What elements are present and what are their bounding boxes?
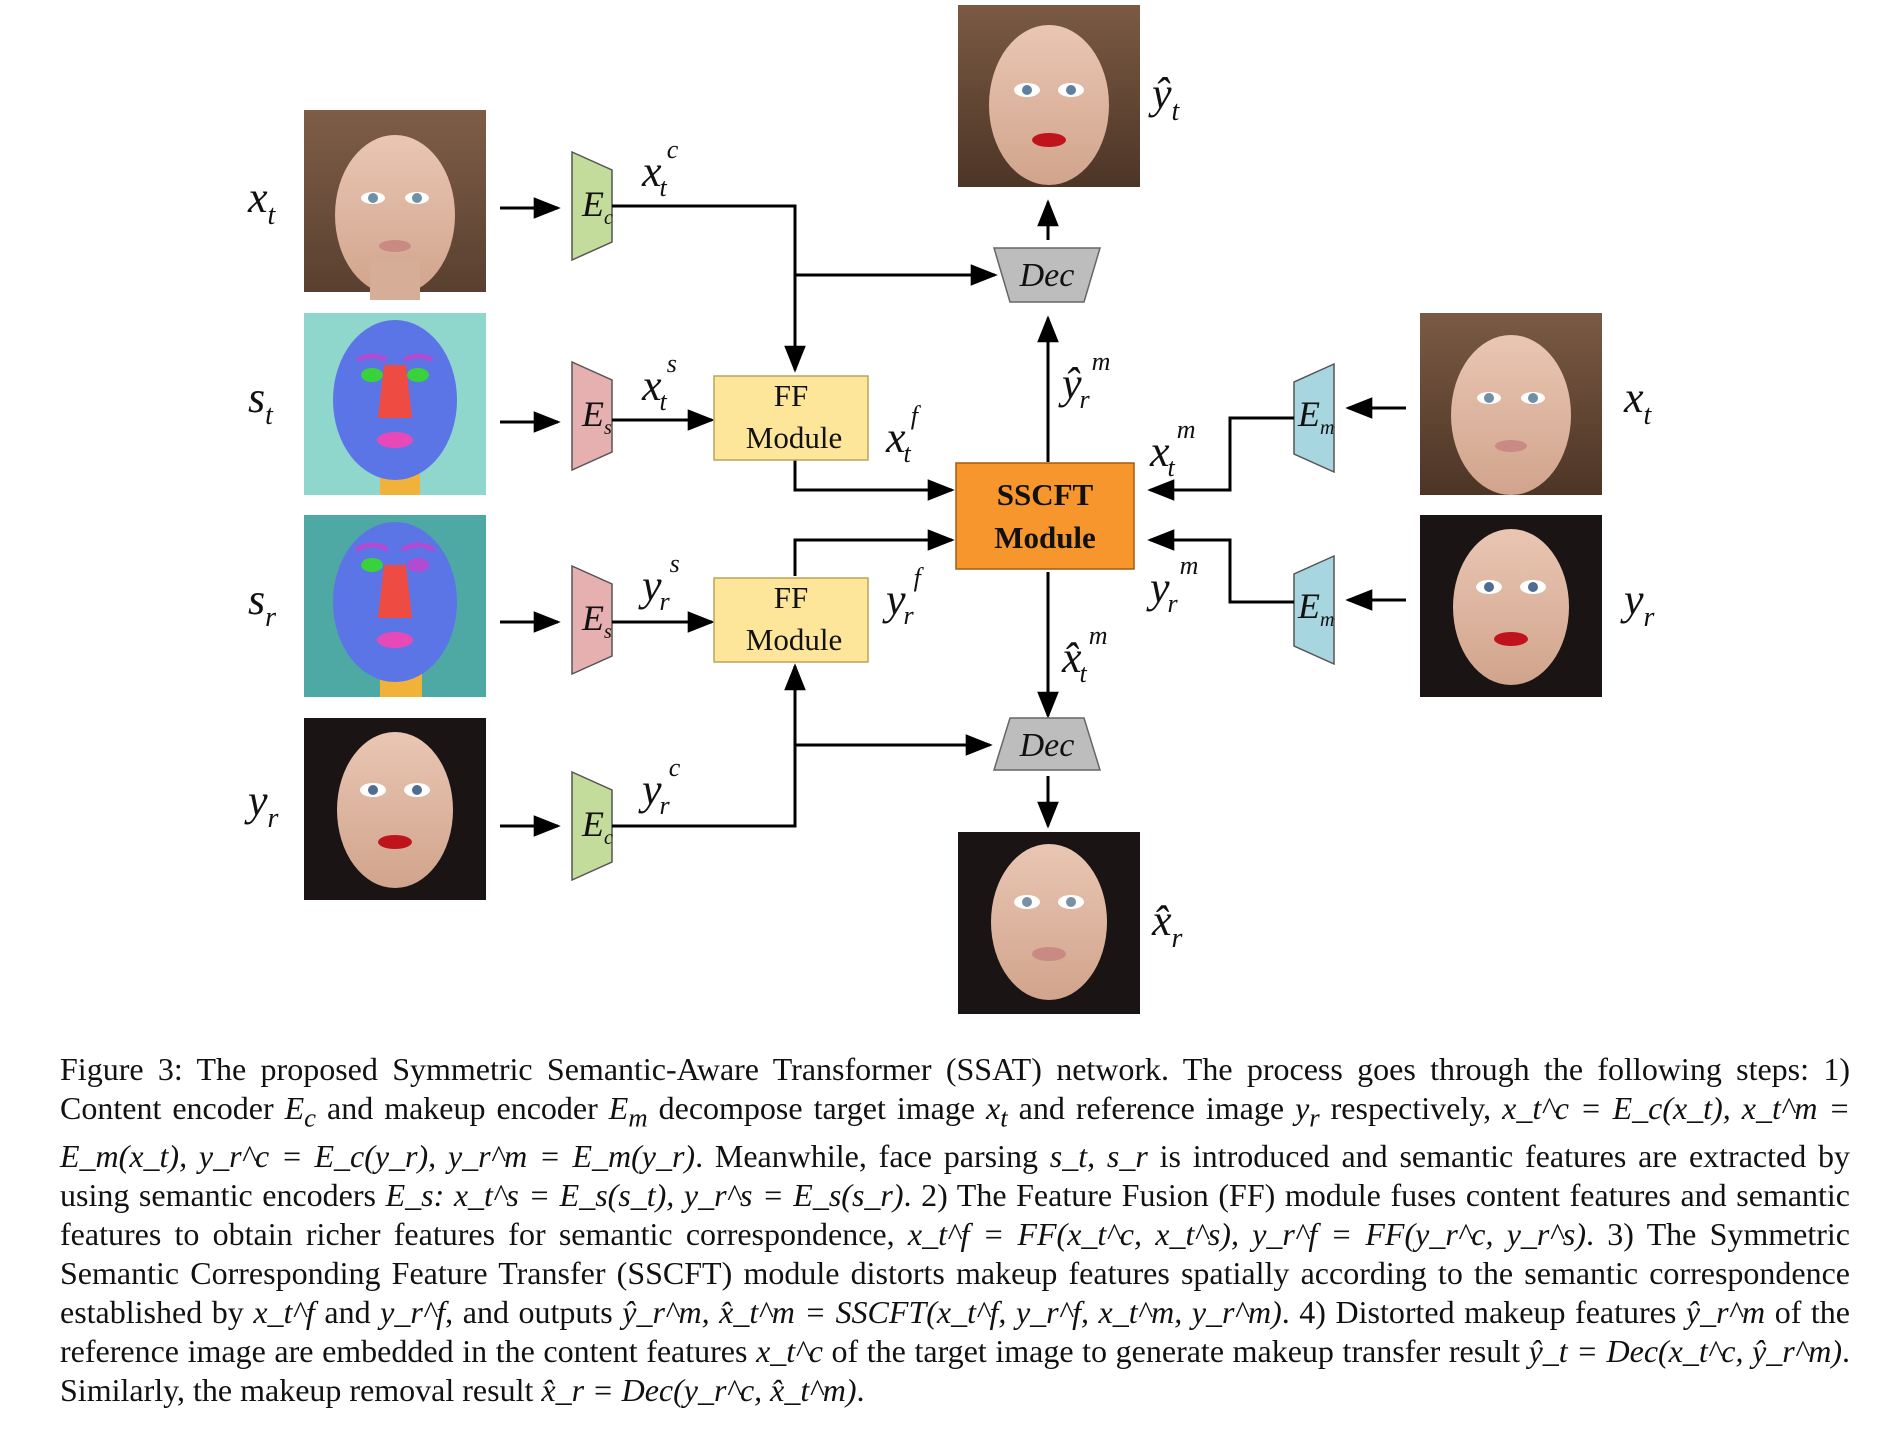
decoder-top — [992, 247, 1102, 303]
caption-equation: x_t^f = FF(x_t^c, x_t^s), y_r^f = FF(y_r… — [907, 1216, 1586, 1253]
ff-module-bottom — [713, 577, 869, 663]
feat-yrf: yrf — [882, 563, 925, 630]
encoder-label-ec-bottom: Ec — [581, 804, 613, 849]
label-yhat-t: ŷt — [1148, 69, 1181, 127]
caption-text: of the reference image are embedded in t… — [60, 1294, 1850, 1370]
label-y-r: yr — [244, 776, 279, 834]
feat-yrc: yrc — [638, 753, 681, 820]
caption-text: and reference image — [1007, 1090, 1296, 1126]
feat-xtm: xtm — [1149, 415, 1196, 482]
line-yrf — [793, 529, 955, 576]
encoder-label-em-bottom: Em — [1297, 586, 1334, 631]
caption-text: . Meanwhile, face parsing — [695, 1138, 1050, 1175]
makeup-removal-result-photo — [958, 832, 1140, 1014]
target-parsing-map — [304, 313, 486, 495]
caption-equation: ŷ_t = Dec(x_t^c, ŷ_r^m) — [1528, 1333, 1843, 1370]
content-encoder-bottom — [571, 770, 613, 882]
label-x-t-right: xt — [1623, 373, 1653, 431]
caption-text: . 2) The Feature Fusion (FF) module fuse… — [60, 1177, 1851, 1253]
encoder-label-em-top: Em — [1297, 394, 1334, 439]
feat-yrm: yrm — [1146, 551, 1198, 618]
feat-xts: xts — [641, 349, 677, 416]
content-encoder-top — [571, 150, 613, 262]
caption-text: . 3) The Symmetric Semantic Correspondin… — [60, 1216, 1851, 1331]
label-s-r: sr — [248, 575, 276, 633]
caption-math: Ec — [284, 1090, 316, 1133]
label-s-t: st — [248, 373, 274, 431]
caption-text: Figure 3: The proposed Symmetric Semanti… — [60, 1051, 1850, 1126]
feat-xhat-tm: x̂tm — [1061, 621, 1108, 688]
semantic-encoder-top — [571, 360, 613, 472]
decoder-bottom — [992, 717, 1102, 771]
sscft-line1: SSCFT — [997, 477, 1094, 512]
caption-equation: x_t^c = E_c(x_t), x_t^m = E_m(x_t), y_r^… — [60, 1090, 1851, 1175]
caption-text: . — [856, 1372, 865, 1409]
feat-xtf: xtf — [885, 401, 922, 468]
target-face-photo-right — [1420, 313, 1602, 495]
caption-math: x_t^c — [756, 1333, 823, 1370]
line-yrm — [1147, 529, 1294, 604]
dec-top-label: Dec — [1019, 257, 1075, 294]
caption-math: xt — [986, 1090, 1008, 1133]
ff-bottom-line2: Module — [746, 622, 842, 657]
caption-equation: ŷ_r^m, x̂_t^m = SSCFT(x_t^f, y_r^f, x_t^… — [622, 1294, 1282, 1331]
line-xtm — [1147, 416, 1294, 501]
caption-text: , and outputs — [445, 1294, 623, 1331]
makeup-transfer-result-photo — [958, 5, 1140, 187]
caption-text: of the target image to generate makeup t… — [822, 1333, 1529, 1370]
reference-face-photo-right — [1420, 515, 1602, 697]
caption-text: and — [314, 1294, 381, 1331]
caption-equation: E_s: x_t^s = E_s(s_t), y_r^s = E_s(s_r) — [385, 1177, 904, 1214]
caption-text: decompose target image — [647, 1090, 987, 1126]
label-y-r-right: yr — [1620, 575, 1655, 633]
network-diagram: xt st sr yr xt yr ŷt x̂r Ec Es Es Ec Em … — [244, 5, 1655, 1014]
caption-math: y_r^f — [380, 1294, 446, 1331]
figure-caption: Figure 3: The proposed Symmetric Semanti… — [60, 1050, 1850, 1410]
reference-face-photo — [304, 718, 486, 900]
ff-top-line2: Module — [746, 420, 842, 455]
line-xtc — [612, 204, 806, 373]
label-xhat-r: x̂r — [1151, 896, 1183, 954]
caption-math: yr — [1295, 1090, 1320, 1133]
reference-parsing-map — [304, 515, 486, 697]
ff-module-top — [713, 375, 869, 461]
caption-math: s_t, s_r — [1049, 1138, 1148, 1175]
caption-text: respectively, — [1319, 1090, 1503, 1126]
line-yrc — [612, 663, 806, 828]
caption-math: Em — [608, 1090, 648, 1133]
caption-math: ŷ_r^m — [1685, 1294, 1766, 1331]
caption-equation: x̂_r = Dec(y_r^c, x̂_t^m) — [541, 1372, 857, 1409]
encoder-label-es-bottom: Es — [581, 598, 612, 643]
target-face-photo — [304, 110, 486, 300]
sscft-module — [955, 462, 1135, 570]
feat-xtc: xtc — [641, 135, 679, 202]
sscft-line2: Module — [994, 520, 1096, 555]
makeup-encoder-top — [1293, 362, 1335, 474]
caption-math: x_t^f — [253, 1294, 315, 1331]
feat-yrs: yrs — [638, 549, 680, 616]
makeup-encoder-bottom — [1293, 554, 1335, 666]
semantic-encoder-bottom — [571, 564, 613, 676]
ff-bottom-line1: FF — [774, 580, 808, 615]
caption-text: . Similarly, the makeup removal result — [60, 1333, 1851, 1409]
encoder-label-ec-top: Ec — [581, 184, 613, 229]
encoder-label-es-top: Es — [581, 394, 612, 439]
caption-text: . 4) Distorted makeup features — [1281, 1294, 1686, 1331]
caption-text: is introduced and semantic features are … — [60, 1138, 1851, 1214]
label-x-t: xt — [247, 173, 277, 231]
caption-text: and makeup encoder — [316, 1090, 609, 1126]
ff-top-line1: FF — [774, 378, 808, 413]
line-xtf — [793, 460, 955, 501]
dec-bottom-label: Dec — [1019, 727, 1075, 764]
feat-yhat-rm: ŷrm — [1058, 347, 1110, 414]
